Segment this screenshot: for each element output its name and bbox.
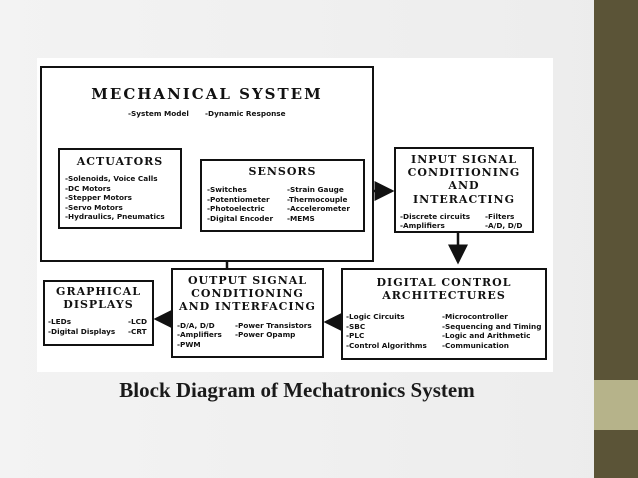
output-signal-box: OUTPUT SIGNAL CONDITIONING AND INTERFACI… (171, 268, 324, 358)
digital-item-communication: -Communication (442, 340, 509, 350)
digital-item-plc: -PLC (346, 331, 365, 341)
diagram-caption: Block Diagram of Mechatronics System (119, 378, 475, 402)
input-title-line-3: AND INTERACTING (413, 179, 515, 206)
mechanical-system-title: MECHANICAL SYSTEM (91, 85, 323, 103)
sensors-box: SENSORS -Switches -Potentiometer -Photoe… (200, 159, 365, 232)
actuators-item-1: -Solenoids, Voice Calls (65, 174, 158, 184)
digital-title-line-2: ARCHITECTURES (382, 289, 506, 303)
sensors-item-strain-gauge: -Strain Gauge (287, 185, 344, 195)
actuators-item-4: -Servo Motors (65, 202, 123, 212)
input-item-filters: -Filters (485, 211, 515, 221)
block-diagram: MECHANICAL SYSTEM -System Model -Dynamic… (37, 58, 553, 372)
digital-item-sequencing: -Sequencing and Timing (442, 321, 542, 331)
sensors-item-switches: -Switches (207, 185, 247, 195)
sensors-item-potentiometer: -Potentiometer (207, 194, 270, 204)
decor-stripe-top (594, 0, 638, 380)
output-item-power-transistors: -Power Transistors (235, 320, 312, 330)
digital-item-logic-circuits: -Logic Circuits (346, 312, 405, 322)
digital-item-control-algorithms: -Control Algorithms (346, 340, 427, 350)
sensors-item-thermocouple: -Thermocouple (287, 194, 348, 204)
sensors-title: SENSORS (248, 165, 317, 178)
digital-control-box: DIGITAL CONTROL ARCHITECTURES -Logic Cir… (341, 268, 547, 360)
output-title-line-3: AND INTERFACING (179, 300, 316, 314)
actuators-item-2: -DC Motors (65, 183, 111, 193)
input-title-line-2: CONDITIONING (407, 166, 521, 180)
graphical-item-digital-displays: -Digital Displays (48, 326, 116, 336)
output-item-pwm: -PWM (177, 339, 201, 349)
decor-stripe-bottom (594, 430, 638, 478)
output-item-da-dd: -D/A, D/D (177, 320, 215, 330)
output-item-power-opamp: -Power Opamp (235, 330, 296, 340)
decor-stripe-accent (594, 380, 638, 430)
mechanical-sub-2: -Dynamic Response (205, 109, 286, 118)
digital-item-sbc: -SBC (346, 321, 366, 331)
sensors-item-accelerometer: -Accelerometer (287, 204, 350, 214)
input-item-amplifiers: -Amplifiers (400, 221, 445, 231)
actuators-box: ACTUATORS -Solenoids, Voice Calls -DC Mo… (58, 148, 182, 229)
input-title-line-1: INPUT SIGNAL (411, 153, 517, 166)
input-item-ad-dd: -A/D, D/D (485, 221, 523, 231)
graphical-item-lcd: -LCD (128, 317, 148, 327)
input-item-discrete: -Discrete circuits (400, 211, 471, 221)
sensors-item-mems: -MEMS (287, 213, 315, 223)
graphical-title-line-2: DISPLAYS (63, 298, 134, 312)
input-signal-box: INPUT SIGNAL CONDITIONING AND INTERACTIN… (394, 147, 534, 233)
digital-item-microcontroller: -Microcontroller (442, 312, 508, 322)
sensors-item-digital-encoder: -Digital Encoder (207, 213, 274, 223)
actuators-item-3: -Stepper Motors (65, 193, 132, 203)
graphical-title-line-1: GRAPHICAL (56, 285, 141, 298)
output-title-line-1: OUTPUT SIGNAL (187, 274, 308, 287)
graphical-item-leds: -LEDs (48, 317, 72, 327)
output-item-amplifiers: -Amplifiers (177, 330, 222, 340)
mechanical-sub-1: -System Model (128, 109, 189, 118)
graphical-item-crt: -CRT (128, 326, 147, 336)
graphical-displays-box: GRAPHICAL DISPLAYS -LEDs -Digital Displa… (43, 280, 154, 346)
output-title-line-2: CONDITIONING (191, 287, 304, 301)
digital-item-logic-arithmetic: -Logic and Arithmetic (442, 331, 531, 341)
actuators-item-5: -Hydraulics, Pneumatics (65, 212, 165, 222)
digital-title-line-1: DIGITAL CONTROL (376, 276, 512, 289)
actuators-title: ACTUATORS (76, 155, 164, 168)
sensors-item-photoelectric: -Photoelectric (207, 204, 265, 214)
